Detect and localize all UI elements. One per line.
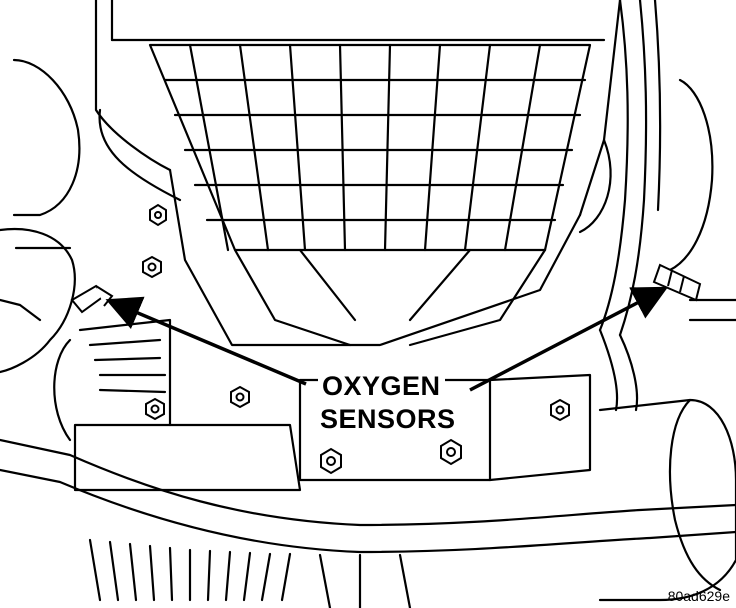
- bolt: [142, 255, 162, 279]
- right-oxygen-sensor: [652, 263, 702, 302]
- bolt: [149, 203, 167, 227]
- bolt: [550, 398, 570, 422]
- arrow-to-right-sensor: [469, 286, 669, 392]
- lower-ribbed-panel: [88, 538, 412, 608]
- left-engine-area: [0, 58, 81, 374]
- callout-arrows: [105, 286, 669, 392]
- bolt: [440, 438, 462, 466]
- transmission-housing: [94, 0, 622, 347]
- exhaust-pipes: [598, 0, 736, 602]
- crossmember: [0, 318, 736, 554]
- bolt: [145, 397, 165, 421]
- arrow-to-left-sensor: [105, 296, 307, 386]
- bolt: [230, 385, 250, 409]
- bolt: [320, 447, 342, 475]
- mount-bolts: [142, 203, 570, 475]
- left-oxygen-sensor: [70, 284, 114, 314]
- figure-id-label: 80ad629e: [667, 588, 730, 604]
- callout-label-line1: OXYGEN: [318, 371, 445, 402]
- callout-label-line2: SENSORS: [316, 404, 460, 435]
